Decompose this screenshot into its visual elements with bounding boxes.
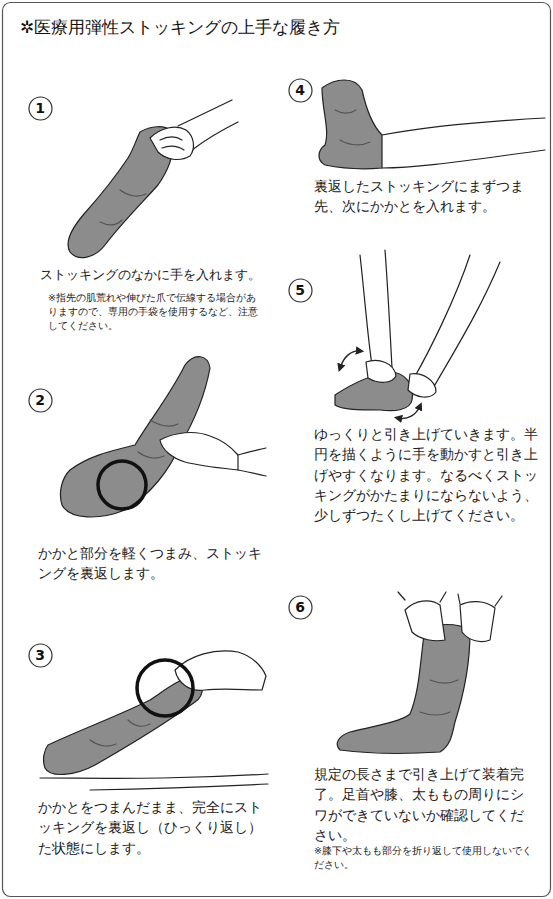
step-number: 1	[35, 100, 45, 116]
arm-line	[385, 250, 392, 368]
step-text: ゆっくりと引き上げていきます。半円を描くように手を動かすと引き上げやすくなります…	[314, 424, 540, 525]
step-number-circle: 3	[28, 643, 53, 668]
arm-line	[192, 122, 238, 150]
step-number-circle: 6	[288, 595, 313, 620]
page-title: ✲医療用弾性ストッキングの上手な履き方	[20, 16, 340, 39]
step-number-circle: 4	[288, 78, 313, 103]
step-text: 裏返したストッキングにまずつま先、次にかかとを入れます。	[314, 176, 540, 217]
motion-arrow	[398, 406, 420, 418]
arm-line	[40, 774, 268, 790]
motion-arrow	[340, 351, 360, 368]
fold-line	[100, 190, 146, 225]
leg-line	[382, 118, 545, 135]
arm-line	[414, 255, 470, 378]
stocking	[44, 676, 203, 774]
step-text: ストッキングのなかに手を入れます。	[40, 266, 268, 284]
step-number-circle: 2	[28, 388, 53, 413]
step-number-circle: 5	[288, 278, 313, 303]
note-text: ※膝下や太もも部分を折り返して使用しないでください。	[314, 844, 534, 872]
arm-line	[238, 448, 266, 476]
circle-shape	[289, 79, 312, 102]
step-number: 4	[295, 82, 305, 98]
step-number: 3	[35, 647, 45, 663]
step-number: 2	[35, 392, 45, 408]
frame	[3, 3, 551, 897]
step-text: かかと部分を軽くつまみ、ストッキングを裏返します。	[38, 543, 272, 584]
step-text: 規定の長さまで引き上げて装着完了。足首や膝、太ももの周りにシワができていないか確…	[314, 764, 536, 845]
step-number: 6	[295, 599, 305, 615]
highlight-circle	[137, 660, 193, 716]
stocking	[337, 625, 470, 754]
hand	[408, 374, 436, 397]
fold-line	[335, 110, 370, 145]
circle-shape	[289, 279, 312, 302]
hand	[160, 433, 238, 470]
step-number: 5	[295, 282, 305, 298]
fold-line	[90, 720, 150, 746]
step-text: かかとをつまんだまま、完全にストッキングを裏返し（ひっくり返し）た状態にします。	[38, 797, 274, 858]
hand	[366, 361, 396, 383]
circle-shape	[289, 596, 312, 619]
hand	[150, 127, 193, 159]
arm-line	[432, 262, 500, 390]
arm-line	[360, 255, 372, 365]
note-text: ※指先の肌荒れや伸びた爪で伝線する場合がありますので、専用の手袋を使用するなど、…	[48, 291, 263, 332]
fold-line	[420, 680, 458, 715]
arm-line	[178, 100, 232, 126]
circle-shape	[29, 389, 52, 412]
finger-line	[160, 137, 184, 150]
leg-line	[382, 150, 545, 168]
circle-shape	[29, 97, 52, 120]
hand	[405, 601, 445, 641]
circle-shape	[29, 644, 52, 667]
highlight-circle	[98, 461, 146, 509]
stocking	[319, 80, 382, 169]
hand	[460, 602, 495, 642]
step-number-circle: 1	[28, 96, 53, 121]
